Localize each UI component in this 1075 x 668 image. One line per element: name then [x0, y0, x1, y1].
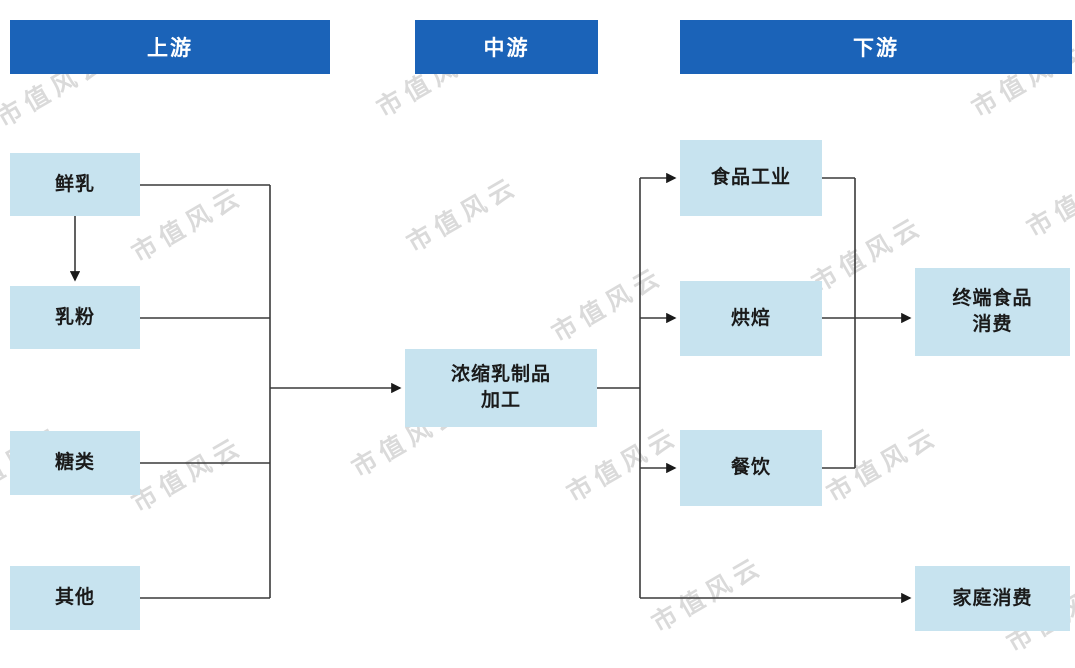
node-milk-powder: 乳粉	[10, 286, 140, 349]
node-processing-line1: 浓缩乳制品	[450, 364, 551, 386]
node-processing-line2: 加工	[480, 390, 521, 411]
node-terminal-line1: 终端食品	[952, 288, 1033, 310]
node-catering: 餐饮	[680, 430, 822, 506]
node-food-industry: 食品工业	[680, 140, 822, 216]
header-upstream: 上游	[10, 20, 330, 74]
header-midstream: 中游	[415, 20, 598, 74]
node-household-consumption: 家庭消费	[915, 566, 1070, 631]
node-other: 其他	[10, 566, 140, 630]
node-terminal-line2: 消费	[972, 314, 1013, 335]
node-terminal-food-consumption: 终端食品 消费	[915, 268, 1070, 356]
node-fresh-milk: 鲜乳	[10, 153, 140, 216]
node-processing: 浓缩乳制品 加工	[405, 349, 597, 427]
node-baking: 烘焙	[680, 281, 822, 356]
header-downstream: 下游	[680, 20, 1072, 74]
node-sugar: 糖类	[10, 431, 140, 495]
